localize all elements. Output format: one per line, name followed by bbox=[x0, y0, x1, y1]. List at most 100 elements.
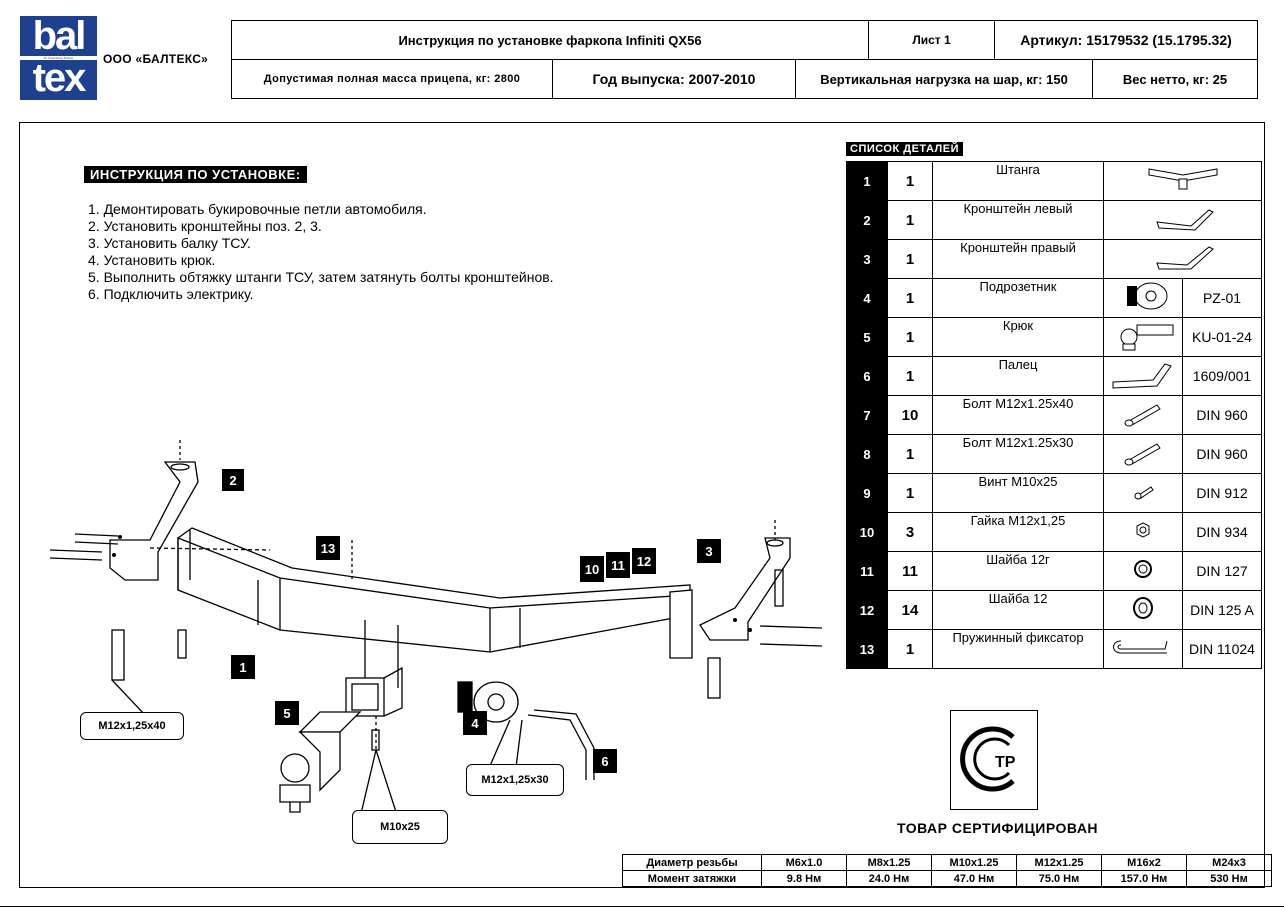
tow-ball-icon bbox=[1103, 317, 1183, 357]
thread-size: M12x1.25 bbox=[1016, 854, 1102, 871]
torque-value: 9.8 Нм bbox=[761, 870, 847, 887]
part-name: Болт М12х1.25х30 bbox=[932, 434, 1104, 474]
part-name: Винт М10х25 bbox=[932, 473, 1104, 513]
thread-size: M16x2 bbox=[1101, 854, 1187, 871]
part-quantity: 11 bbox=[887, 551, 933, 591]
part-number: 12 bbox=[846, 590, 888, 630]
nut-icon bbox=[1103, 512, 1183, 552]
max-trailer-mass: Допустимая полная масса прицепа, кг: 280… bbox=[231, 59, 553, 99]
part-quantity: 3 bbox=[887, 512, 933, 552]
torque-thread-label: Диаметр резьбы bbox=[622, 854, 762, 871]
right-bracket-drawing bbox=[699, 520, 791, 641]
hitch-bar-icon bbox=[1103, 161, 1262, 201]
part-quantity: 1 bbox=[887, 356, 933, 396]
part-name: Гайка М12х1,25 bbox=[932, 512, 1104, 552]
part-code: DIN 125 A bbox=[1182, 590, 1262, 630]
part-quantity: 10 bbox=[887, 395, 933, 435]
part-quantity: 1 bbox=[887, 473, 933, 513]
callout-3: 3 bbox=[697, 539, 721, 563]
torque-value-label: Момент затяжки bbox=[622, 870, 762, 887]
dimension-screw-m10x25: M10x25 bbox=[352, 810, 448, 844]
part-name: Пружинный фиксатор bbox=[932, 629, 1104, 669]
sheet-frame bbox=[19, 122, 1265, 888]
part-code: DIN 912 bbox=[1182, 473, 1262, 513]
part-code: PZ-01 bbox=[1182, 278, 1262, 318]
spring-washer-icon bbox=[1103, 551, 1183, 591]
instruction-step: 6. Подключить электрику. bbox=[88, 286, 254, 302]
dimension-bolt-m12x40: M12x1,25x40 bbox=[80, 712, 184, 740]
washer-icon bbox=[1103, 590, 1183, 630]
part-number: 10 bbox=[846, 512, 888, 552]
right-bracket-icon bbox=[1103, 239, 1262, 279]
certification-text: ТОВАР СЕРТИФИЦИРОВАН bbox=[897, 820, 1099, 836]
thread-size: M6x1.0 bbox=[761, 854, 847, 871]
torque-value: 24.0 Нм bbox=[846, 870, 932, 887]
instruction-step: 4. Установить крюк. bbox=[88, 252, 216, 268]
instruction-step: 3. Установить балку ТСУ. bbox=[88, 235, 251, 251]
instruction-step: 2. Установить кронштейны поз. 2, 3. bbox=[88, 218, 322, 234]
part-name: Палец bbox=[932, 356, 1104, 396]
bottom-rule bbox=[0, 906, 1284, 907]
callout-10: 10 bbox=[580, 556, 604, 582]
part-number: 2 bbox=[846, 200, 888, 240]
left-bracket-drawing bbox=[109, 440, 199, 581]
spring-clip-icon bbox=[1103, 629, 1183, 669]
part-code: DIN 11024 bbox=[1182, 629, 1262, 669]
part-number: 1 bbox=[846, 161, 888, 201]
ball-hitch-drawing bbox=[279, 711, 362, 813]
part-quantity: 1 bbox=[887, 239, 933, 279]
bolt-icon bbox=[1103, 434, 1183, 474]
instructions-title: ИНСТРУКЦИЯ ПО УСТАНОВКЕ: bbox=[84, 166, 307, 183]
document-title: Инструкция по установке фаркопа Infiniti… bbox=[231, 20, 869, 60]
part-quantity: 1 bbox=[887, 161, 933, 201]
fasteners-right bbox=[707, 569, 823, 699]
net-weight: Вес нетто, кг: 25 bbox=[1092, 59, 1258, 99]
part-number: 7 bbox=[846, 395, 888, 435]
callout-1: 1 bbox=[231, 655, 255, 679]
part-number: 8 bbox=[846, 434, 888, 474]
certification-mark-text: ТР bbox=[995, 754, 1016, 771]
part-number: 9 bbox=[846, 473, 888, 513]
part-number: 3 bbox=[846, 239, 888, 279]
fasteners-left bbox=[49, 533, 271, 681]
logo-small-text: St. Petersburg Russia bbox=[43, 56, 74, 60]
certification-icon: ТР bbox=[960, 726, 1016, 792]
torque-value: 157.0 Нм bbox=[1101, 870, 1187, 887]
callout-2: 2 bbox=[222, 469, 244, 491]
part-code: 1609/001 bbox=[1182, 356, 1262, 396]
part-number: 4 bbox=[846, 278, 888, 318]
part-name: Подрозетник bbox=[932, 278, 1104, 318]
dimension-bolt-m12x30: M12x1,25x30 bbox=[466, 764, 564, 796]
receiver-drawing bbox=[345, 620, 403, 717]
logo-text-top: bal bbox=[32, 16, 87, 58]
part-number: 6 bbox=[846, 356, 888, 396]
part-code: DIN 934 bbox=[1182, 512, 1262, 552]
part-name: Шайба 12г bbox=[932, 551, 1104, 591]
company-name: ООО «БАЛТЕКС» bbox=[103, 52, 209, 66]
socket-plate-icon bbox=[1103, 278, 1183, 318]
pin-icon bbox=[1103, 356, 1183, 396]
part-code: KU-01-24 bbox=[1182, 317, 1262, 357]
part-name: Крюк bbox=[932, 317, 1104, 357]
part-name: Шайба 12 bbox=[932, 590, 1104, 630]
part-quantity: 1 bbox=[887, 317, 933, 357]
parts-list-title: СПИСОК ДЕТАЛЕЙ bbox=[846, 142, 963, 156]
part-number: 11 bbox=[846, 551, 888, 591]
callout-5: 5 bbox=[275, 701, 299, 725]
sheet-number: Лист 1 bbox=[868, 20, 995, 60]
part-code: DIN 960 bbox=[1182, 395, 1262, 435]
article-number: Артикул: 15179532 (15.1795.32) bbox=[994, 20, 1258, 60]
thread-size: M10x1.25 bbox=[931, 854, 1017, 871]
torque-value: 530 Нм bbox=[1186, 870, 1272, 887]
torque-value: 75.0 Нм bbox=[1016, 870, 1102, 887]
hitch-beam-drawing bbox=[177, 527, 693, 659]
